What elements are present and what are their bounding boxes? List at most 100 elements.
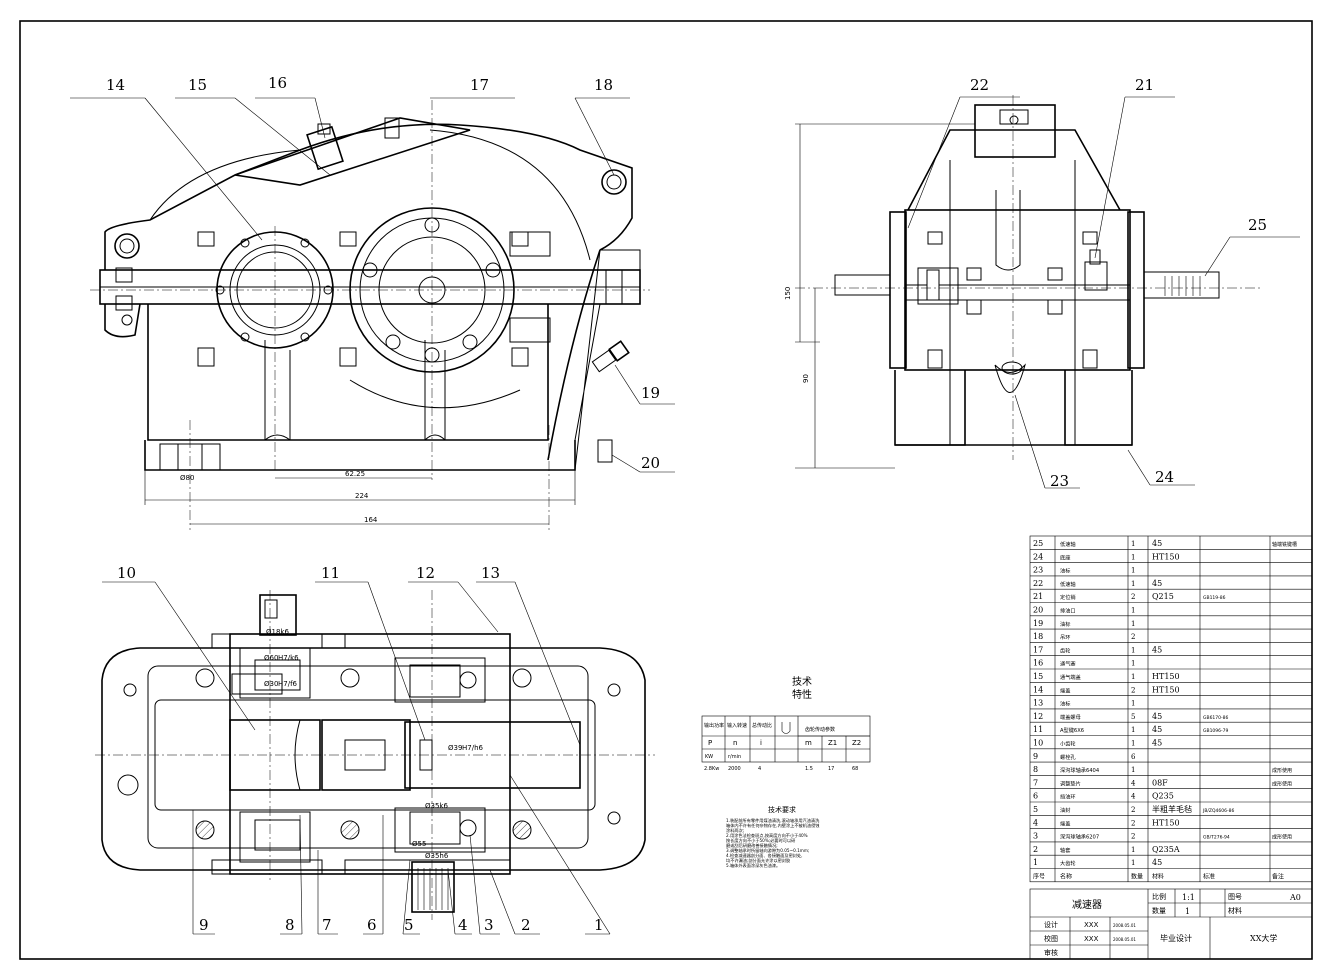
bom-row-no: 21 xyxy=(1033,592,1043,601)
callout-24: 24 xyxy=(1155,468,1174,486)
dim-d80: Ø80 xyxy=(180,474,194,482)
bom-row-name: 小齿轮 xyxy=(1060,740,1076,748)
bom-row-no: 20 xyxy=(1033,606,1043,615)
bom-row-qty: 5 xyxy=(1131,713,1135,721)
tech-req-line-7: 3.调整轴承时所留轴向游隙为0.05~0.1mm; xyxy=(726,847,809,854)
bom-row-no: 18 xyxy=(1033,632,1043,641)
bom-row-no: 15 xyxy=(1033,672,1043,681)
spec-val-speed: 2000 xyxy=(728,766,741,772)
callout-2: 2 xyxy=(521,916,531,934)
spec-sub-m: m xyxy=(805,739,812,747)
spec-table xyxy=(701,715,871,763)
bom-row-name: 端盖 xyxy=(1060,819,1070,827)
bom-row-name: 端盖螺母 xyxy=(1060,713,1081,721)
title-date-1: 2008.05.01 xyxy=(1113,923,1136,928)
bom-row-name: 油标 xyxy=(1060,700,1070,708)
callout-9: 9 xyxy=(199,916,209,934)
bom-row-no: 13 xyxy=(1033,699,1043,708)
callout-3: 3 xyxy=(484,916,494,934)
callout-12: 12 xyxy=(416,564,435,582)
bom-row-name: 低速轴 xyxy=(1060,540,1076,548)
bom-row-name: 深沟球轴承6404 xyxy=(1060,766,1100,774)
bom-row-qty: 1 xyxy=(1131,740,1135,748)
bom-row-qty: 1 xyxy=(1131,766,1135,774)
title-qty: 1 xyxy=(1185,907,1190,916)
bom-header-cell: 材料 xyxy=(1152,873,1164,881)
callout-14: 14 xyxy=(106,76,125,94)
tech-req-line-4: 2.用涂色法检查斑点,按高度方向不小于40% xyxy=(726,832,808,839)
bom-row-name: 齿轮 xyxy=(1060,646,1070,654)
dim-fit-h7k6: H7/k6 xyxy=(278,654,299,662)
spec-sub-z2: Z2 xyxy=(852,739,861,747)
callout-10: 10 xyxy=(117,564,136,582)
bom-row-standard: GB6170-86 xyxy=(1203,715,1229,721)
bom-row-name: 排油口 xyxy=(1060,607,1076,615)
bom-row-name: A型键6X6 xyxy=(1060,726,1084,734)
bom-row-no: 4 xyxy=(1033,818,1038,827)
bom-row-material: HT150 xyxy=(1152,672,1180,681)
plan-view: Ø18k6 Ø60 H7/k6 Ø30 H7/f6 Ø39 H7/h6 Ø35k… xyxy=(95,564,655,935)
bom-row-name: 挡油环 xyxy=(1060,793,1076,801)
tech-req-line-10: 5.箱体外表面涂深灰色油漆。 xyxy=(726,862,780,869)
callout-22: 22 xyxy=(970,76,989,94)
bom-row-no: 14 xyxy=(1033,685,1043,694)
callout-11: 11 xyxy=(321,564,340,582)
bom-row-no: 22 xyxy=(1033,579,1043,588)
callout-8: 8 xyxy=(285,916,295,934)
spec-unit-kw: KW xyxy=(705,754,713,760)
spec-val-z2: 68 xyxy=(852,766,858,772)
dim-d55: Ø55 xyxy=(412,840,426,848)
dim-d35h6: Ø35h6 xyxy=(425,852,449,860)
spec-val-z1: 17 xyxy=(828,766,834,772)
tech-req-line-3: 涂料两次; xyxy=(726,827,744,834)
bom-row-no: 8 xyxy=(1033,765,1038,774)
bom-row-note: 成形使用 xyxy=(1272,834,1292,841)
title-design-label: 设计 xyxy=(1044,920,1058,929)
dim-62-25: 62.25 xyxy=(345,470,365,478)
dim-164: 164 xyxy=(364,516,378,524)
dim-d60: Ø60 xyxy=(264,654,278,662)
title-date-2: 2008.05.01 xyxy=(1113,937,1136,942)
spec-sub-i: i xyxy=(760,739,762,747)
spec-title-line1: 技术 xyxy=(792,675,812,688)
bom-row-material: HT150 xyxy=(1152,685,1180,694)
title-material-label: 材料 xyxy=(1228,906,1242,915)
tech-requirements: 技术要求 1.装配前所有零件用煤油清洗,滚动轴承用汽油清洗 箱体内不许有任何杂物… xyxy=(726,805,820,869)
bom-row-material: Q235 xyxy=(1152,792,1174,801)
callout-16: 16 xyxy=(268,74,287,92)
dim-fit-h7h6: H7/h6 xyxy=(462,744,484,752)
bom-row-qty: 1 xyxy=(1131,540,1135,548)
bom-row-material: 45 xyxy=(1152,579,1162,588)
bom-row-qty: 1 xyxy=(1131,660,1135,668)
bom-row-qty: 1 xyxy=(1131,700,1135,708)
bom-row-material: 45 xyxy=(1152,712,1162,721)
callout-20: 20 xyxy=(641,454,660,472)
dim-fit-h7f6: H7/f6 xyxy=(278,680,298,688)
bom-header-cell: 名称 xyxy=(1060,873,1072,881)
bom-row-name: 通气端盖 xyxy=(1060,673,1081,681)
bom-row-name: 底座 xyxy=(1060,553,1070,561)
bom-row-qty: 2 xyxy=(1131,833,1135,841)
bom-row-no: 12 xyxy=(1033,712,1043,721)
tech-req-line-8: 4.检查减速器剖分面、各接触面及密封处, xyxy=(726,852,803,859)
bom-row-qty: 1 xyxy=(1131,846,1135,854)
bom-row-qty: 2 xyxy=(1131,593,1135,601)
bom-row-standard: GB1096-79 xyxy=(1203,728,1229,734)
bom-row-material: HT150 xyxy=(1152,552,1180,561)
spec-val-m: 1.5 xyxy=(805,766,813,772)
bom-row-no: 5 xyxy=(1033,805,1038,814)
title-block: 减速器 比例 1:1 图号 A0 数量 1 材料 设计 XXX 2008.05.… xyxy=(1029,888,1313,960)
bom-row-standard: GB/T276-94 xyxy=(1203,835,1230,841)
bom-row-name: 低速轴 xyxy=(1060,580,1076,588)
bom-row-no: 16 xyxy=(1033,659,1043,668)
spec-h-ratio: 总传动比 xyxy=(752,722,772,729)
bom-header-cell: 标准 xyxy=(1203,873,1215,881)
bom-row-no: 19 xyxy=(1033,619,1043,628)
bom-row-no: 6 xyxy=(1033,792,1038,801)
spec-h-speed: 输入转速 xyxy=(727,722,747,729)
bom-row-material: 45 xyxy=(1152,539,1162,548)
spec-val-power: 2.8Kw xyxy=(704,766,719,772)
bom-row-qty: 1 xyxy=(1131,580,1135,588)
